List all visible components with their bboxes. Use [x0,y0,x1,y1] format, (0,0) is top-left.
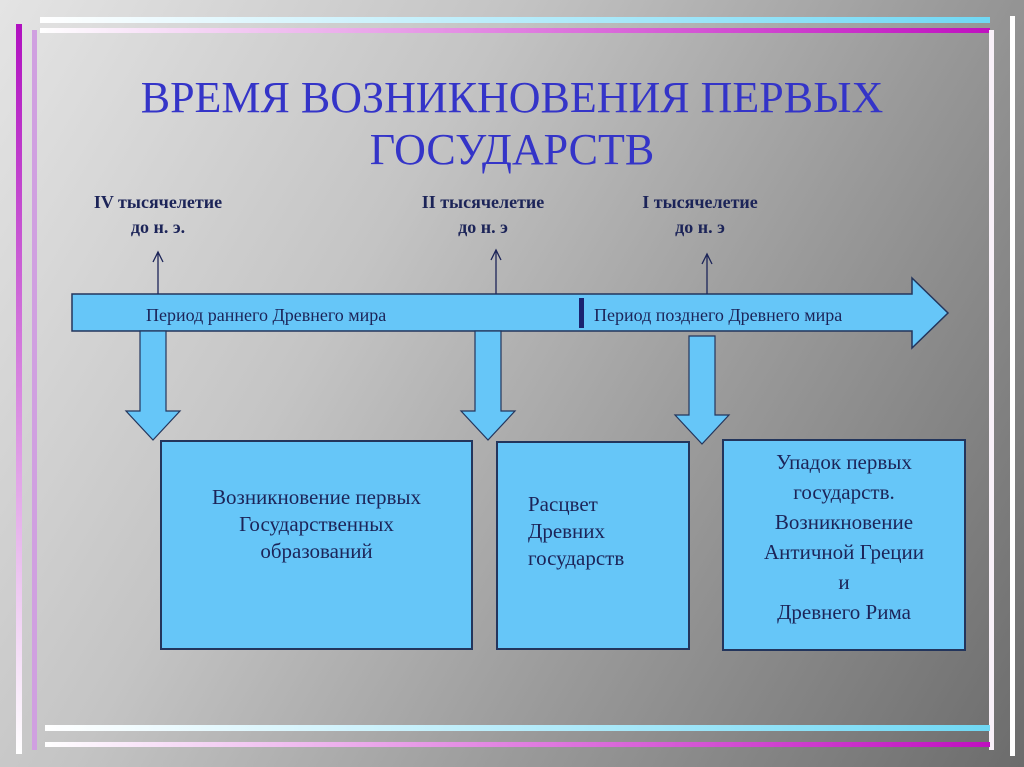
milestone-iv: IV тысячелетие до н. э. [68,190,248,240]
milestone-ii: II тысячелетие до н. э [398,190,568,240]
milestone-label: до н. э. [130,217,186,237]
title-line-2: ГОСУДАРСТВ [369,125,655,174]
box-line: государств. [793,480,895,504]
down-arrow-3 [673,335,731,445]
period-late: Период позднего Древнего мира [594,305,843,325]
down-arrow-2 [459,330,517,441]
milestone-label: до н. э [675,217,725,237]
milestone-i: I тысячелетие до н. э [620,190,780,240]
box-line: Расцвет [528,492,598,516]
milestone-pointers [152,248,713,294]
milestone-label: IV тысячелетие [93,192,223,212]
down-arrow-1 [124,330,182,441]
box-line: образований [260,539,373,563]
page-title: ВРЕМЯ ВОЗНИКНОВЕНИЯ ПЕРВЫХ ГОСУДАРСТВ [0,72,1024,176]
title-line-1: ВРЕМЯ ВОЗНИКНОВЕНИЯ ПЕРВЫХ [140,73,884,122]
period-early: Период раннего Древнего мира [146,305,387,325]
box-line: и [838,570,850,594]
box-flourishing: Расцвет Древних государств [496,441,690,650]
milestone-label: II тысячелетие [421,192,545,212]
milestone-label: до н. э [458,217,508,237]
box-line: Античной Греции [764,540,924,564]
box-line: Упадок первых [776,450,912,474]
box-line: Древнего Рима [777,600,911,624]
timeline-arrow [71,276,950,350]
box-line: государств [528,546,625,570]
box-line: Возникновение [774,510,914,534]
box-line: Государственных [239,512,394,536]
box-decline: Упадок первых государств. Возникновение … [722,439,966,651]
period-divider [579,298,584,328]
milestone-label: I тысячелетие [642,192,758,212]
box-line: Древних [528,519,606,543]
box-line: Возникновение первых [212,485,421,509]
box-emergence: Возникновение первых Государственных обр… [160,440,473,650]
